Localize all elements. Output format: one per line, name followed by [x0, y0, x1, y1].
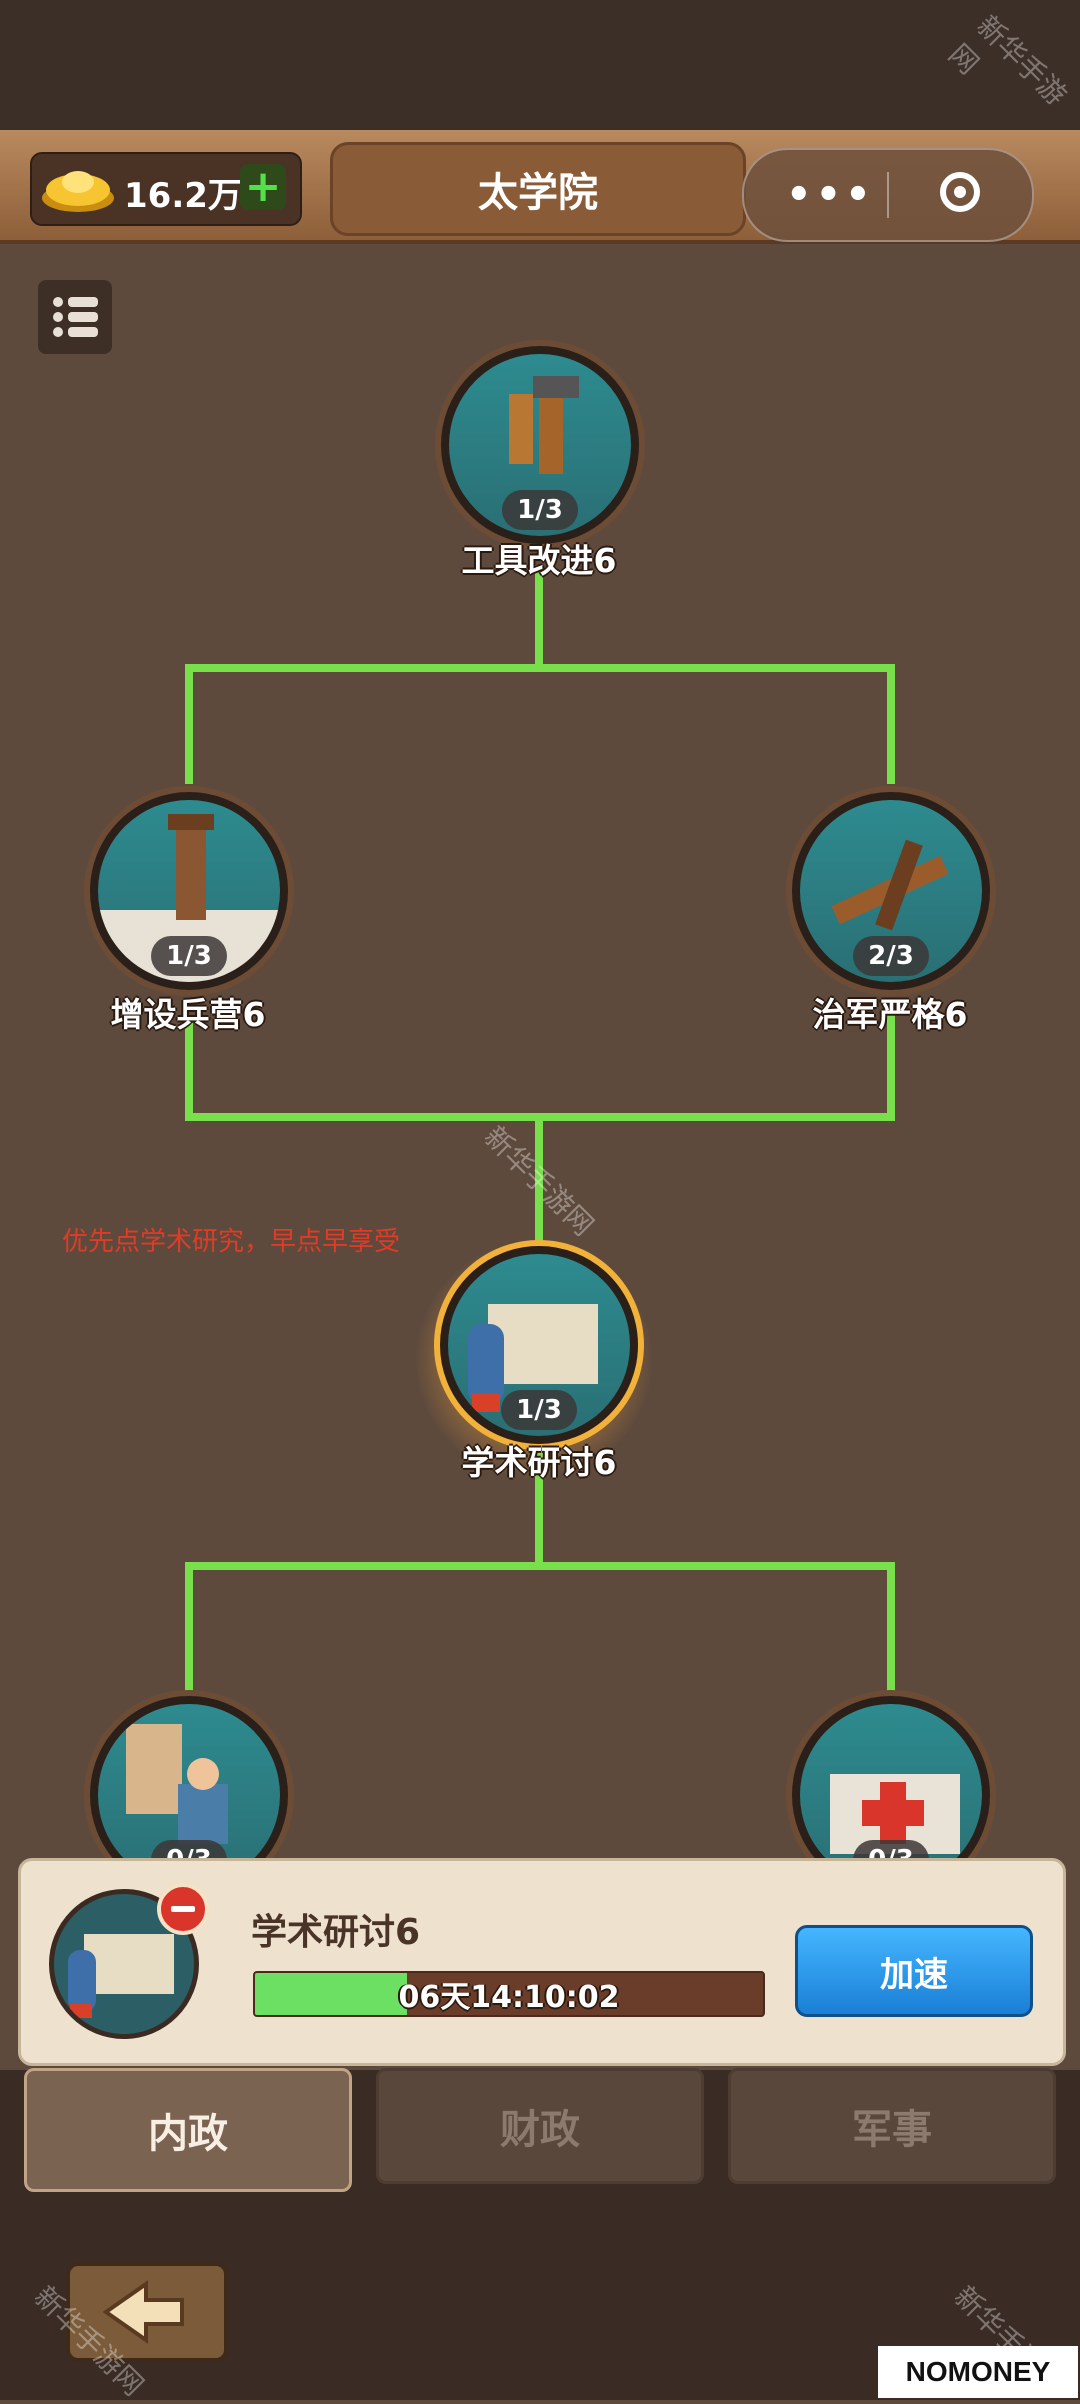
- node-progress: 1/3: [502, 490, 578, 530]
- capsule-divider: [887, 172, 889, 218]
- tab-finance[interactable]: 财政: [376, 2068, 704, 2184]
- close-target-icon[interactable]: [940, 172, 980, 212]
- progress-fill: [255, 1973, 408, 2015]
- cancel-research-button[interactable]: [157, 1883, 209, 1935]
- speed-up-button[interactable]: 加速: [795, 1925, 1033, 2017]
- node-progress: 2/3: [853, 936, 929, 976]
- more-options-icon[interactable]: •••: [786, 172, 875, 218]
- research-timer: 06天14:10:02: [398, 1980, 620, 2015]
- connector-line: [185, 1015, 193, 1121]
- node-label: 增设兵营6: [110, 995, 266, 1034]
- connector-line: [887, 1562, 895, 1692]
- task-title: 学术研讨6: [251, 1912, 421, 1953]
- list-icon: [53, 297, 98, 337]
- node-progress: 1/3: [151, 936, 227, 976]
- watchtower-icon: [98, 800, 280, 982]
- connector-line: [535, 1113, 543, 1243]
- minus-icon: [171, 1906, 195, 1912]
- page-title: 太学院: [330, 142, 746, 236]
- connector-line: [185, 664, 193, 784]
- research-task-card: 学术研讨6 06天14:10:02 加速: [18, 1858, 1066, 2066]
- scroll-icon: [448, 1254, 630, 1436]
- connector-line: [535, 1450, 543, 1570]
- tech-node-strict-army[interactable]: 2/3: [786, 786, 996, 996]
- node-progress: 1/3: [501, 1390, 577, 1430]
- connector-line: [535, 565, 543, 667]
- tech-node-add-barracks[interactable]: 1/3: [84, 786, 294, 996]
- connector-line: [185, 1562, 193, 1692]
- connector-line: [887, 664, 895, 784]
- gold-amount: 16.2万: [124, 176, 242, 216]
- back-arrow-icon: [102, 2280, 184, 2344]
- tech-node-tool-improvement[interactable]: 1/3: [435, 340, 645, 550]
- hammer-icon: [449, 354, 631, 536]
- back-button[interactable]: [66, 2262, 228, 2362]
- node-label: 学术研讨6: [461, 1443, 617, 1482]
- list-menu-button[interactable]: [38, 280, 112, 354]
- node-label: 工具改进6: [461, 541, 617, 580]
- plus-icon: +: [244, 161, 282, 212]
- research-progress-bar: 06天14:10:02: [253, 1971, 765, 2017]
- tab-military[interactable]: 军事: [728, 2068, 1056, 2184]
- status-bar-area: [0, 0, 1080, 130]
- connector-line: [887, 1015, 895, 1121]
- strategy-annotation: 优先点学术研究，早点早享受: [62, 1227, 401, 1257]
- tech-node-academic-seminar[interactable]: 1/3: [434, 1240, 644, 1450]
- tab-internal-affairs[interactable]: 内政: [24, 2068, 352, 2192]
- nomoney-logo: NOMONEY: [878, 2346, 1078, 2398]
- connector-line: [185, 664, 895, 672]
- gold-ingot-icon: [42, 171, 114, 212]
- mini-program-capsule: •••: [742, 148, 1034, 242]
- add-gold-button[interactable]: +: [240, 164, 286, 210]
- connector-line: [185, 1562, 895, 1570]
- node-label: 治军严格6: [812, 995, 968, 1034]
